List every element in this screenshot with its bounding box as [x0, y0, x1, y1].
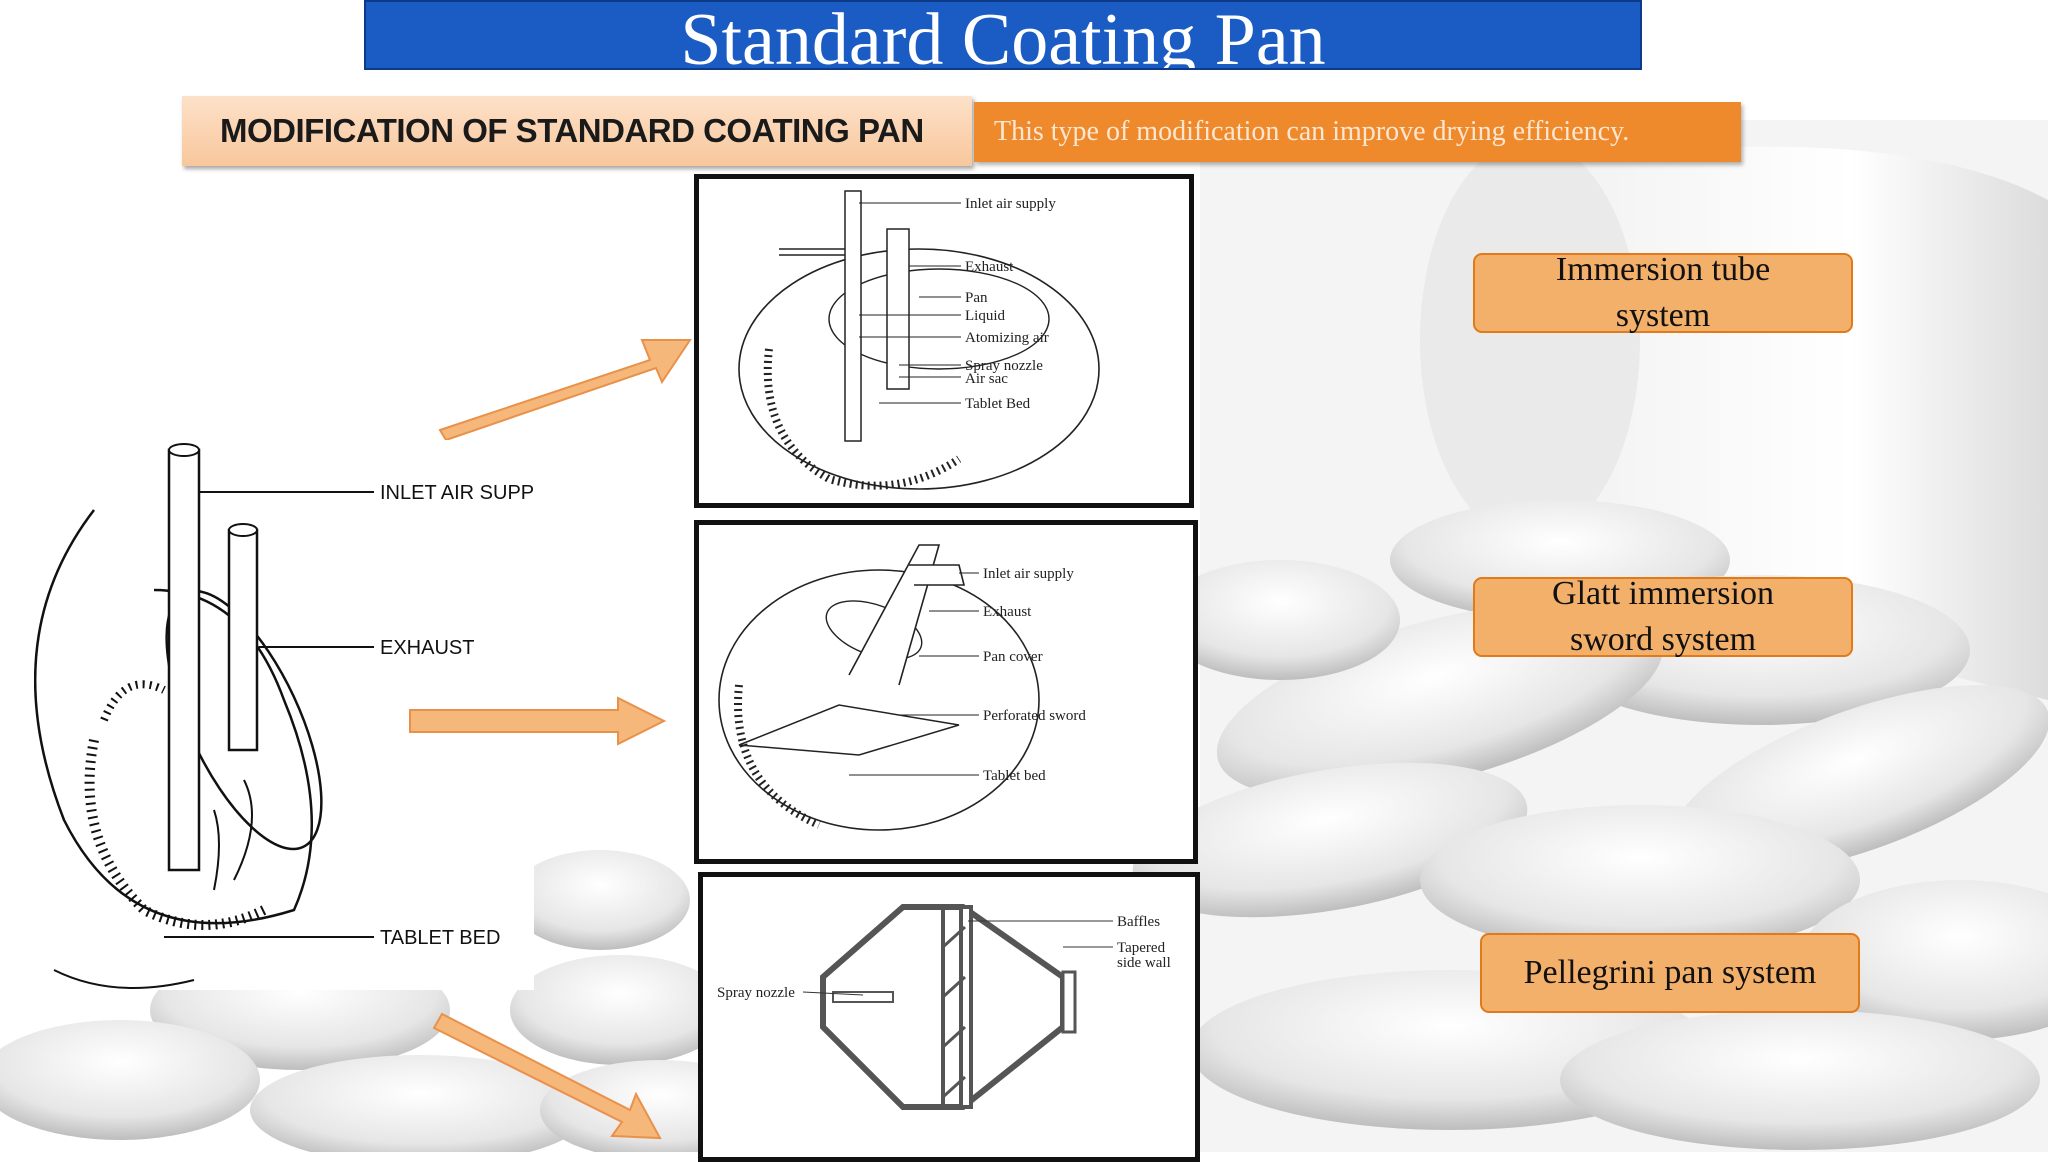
p3-label-side-wall: side wall [1117, 955, 1171, 971]
pellegrini-pan-panel: Baffles Tapered side wall Spray nozzle [698, 872, 1200, 1162]
standard-pan-diagram: INLET AIR SUPPLY EXHAUST TABLET BED [33, 440, 557, 990]
label-tablet-bed: TABLET BED [380, 927, 500, 949]
description-text: This type of modification can improve dr… [994, 116, 1630, 147]
p3-label-baffles: Baffles [1117, 914, 1160, 930]
immersion-sword-drawing: Inlet air supply Exhaust Pan cover Perfo… [718, 544, 1086, 831]
pellegrini-pan-drawing: Baffles Tapered side wall Spray nozzle [717, 904, 1171, 1110]
immersion-sword-label: Glatt immersion sword system [1552, 575, 1774, 658]
arrow-to-panel1-icon [438, 339, 692, 440]
immersion-tube-drawing: Inlet air supply Exhaust Pan Liquid Atom… [738, 190, 1100, 490]
label-exhaust: EXHAUST [380, 637, 474, 659]
page-title: Standard Coating Pan [680, 0, 1326, 70]
p1-label-liquid: Liquid [965, 308, 1005, 324]
p1-label-tablet-bed: Tablet Bed [965, 396, 1031, 412]
p1-label-atomizing-air: Atomizing air [965, 330, 1049, 346]
p1-label-exhaust: Exhaust [965, 259, 1014, 275]
immersion-sword-panel: Inlet air supply Exhaust Pan cover Perfo… [694, 520, 1198, 864]
arrow-to-panel2-icon [409, 696, 667, 746]
pellegrini-pan-label: Pellegrini pan system [1523, 954, 1817, 991]
section-heading: MODIFICATION OF STANDARD COATING PAN [182, 96, 972, 166]
immersion-tube-label-box: Immersion tube system [1473, 251, 1853, 334]
p1-label-spray-nozzle: Spray nozzle [965, 358, 1043, 374]
description-banner: This type of modification can improve dr… [974, 102, 1741, 162]
p2-label-perforated-sword: Perforated sword [983, 708, 1086, 724]
p2-label-inlet-air-supply: Inlet air supply [983, 566, 1074, 582]
immersion-sword-label-box: Glatt immersion sword system [1473, 575, 1853, 658]
pellegrini-pan-label-box: Pellegrini pan system [1480, 933, 1860, 1013]
immersion-tube-label: Immersion tube system [1555, 251, 1771, 334]
p2-label-tablet-bed: Tablet bed [983, 768, 1046, 784]
title-banner: Standard Coating Pan [364, 0, 1642, 70]
p3-label-tapered: Tapered [1117, 940, 1166, 956]
arrow-to-panel3-icon [432, 1012, 662, 1140]
p1-label-pan: Pan [965, 290, 988, 306]
p3-label-spray-nozzle: Spray nozzle [717, 985, 795, 1001]
section-heading-text: MODIFICATION OF STANDARD COATING PAN [220, 112, 924, 149]
p1-label-inlet-air-supply: Inlet air supply [965, 196, 1056, 212]
p2-label-exhaust: Exhaust [983, 604, 1032, 620]
immersion-tube-panel: Inlet air supply Exhaust Pan Liquid Atom… [694, 174, 1194, 508]
label-inlet-air-supply: INLET AIR SUPPLY [380, 482, 534, 504]
standard-pan-drawing: INLET AIR SUPPLY EXHAUST TABLET BED [33, 443, 557, 989]
p2-label-pan-cover: Pan cover [983, 649, 1043, 665]
p1-label-air-sac: Air sac [965, 371, 1008, 387]
